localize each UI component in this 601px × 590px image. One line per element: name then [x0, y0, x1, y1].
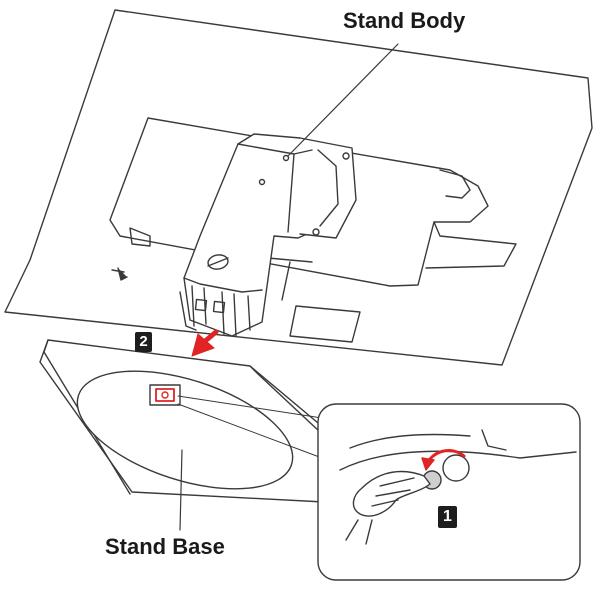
stand-body-label: Stand Body [343, 8, 466, 33]
zoom-detail-panel [317, 403, 581, 581]
stand-base [39, 339, 325, 503]
insert-direction-arrow [191, 329, 219, 357]
step-2-badge: 2 [135, 332, 152, 352]
leader-lines [179, 43, 399, 531]
zoom-callout-lines [177, 395, 323, 459]
step-1-badge: 1 [438, 506, 457, 528]
stand-base-label: Stand Base [105, 534, 225, 559]
stand-body [179, 133, 357, 337]
